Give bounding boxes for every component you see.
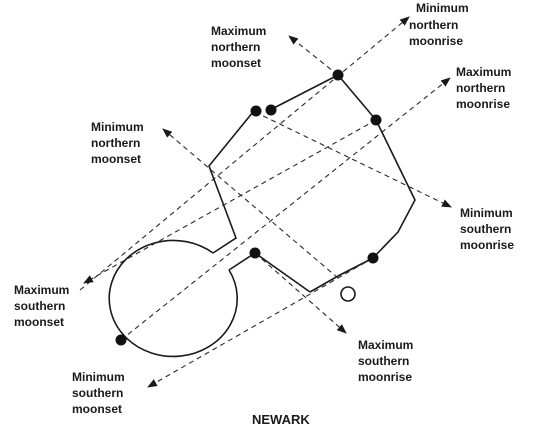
octagon-wall-upper-right [337,74,377,121]
sightline-min-north-moonset [162,128,339,279]
svg-text:Maximum: Maximum [358,338,413,352]
observation-point-circle [115,334,127,346]
label-min-southern-moonset: Minimum southern moonset [72,370,125,416]
svg-text:southern: southern [460,222,511,236]
diagram-caption: NEWARK [252,412,310,427]
sightline-max-south-moonrise [254,252,347,334]
svg-text:moonset: moonset [14,315,64,329]
octagon-wall-lower-right [309,257,374,293]
label-min-northern-moonset: Minimum northern moonset [91,120,144,166]
svg-text:moonset: moonset [211,56,261,70]
svg-text:moonset: moonset [72,402,122,416]
observation-point-north [332,69,344,81]
observation-point-west-a [250,105,262,117]
svg-text:Minimum: Minimum [91,120,144,134]
sightline-min-south-moonrise [254,111,452,208]
svg-text:southern: southern [14,299,65,313]
avenue-lower-wall [228,252,311,293]
sightline-max-north-moonrise [120,77,451,341]
label-max-southern-moonrise: Maximum southern moonrise [358,338,413,384]
svg-text:moonrise: moonrise [460,238,514,252]
svg-text:Minimum: Minimum [460,206,513,220]
avenue-upper-wall [208,111,254,254]
label-max-northern-moonrise: Maximum northern moonrise [456,65,511,111]
svg-text:northern: northern [211,40,260,54]
small-circle-marker [340,286,356,302]
svg-text:Maximum: Maximum [14,283,69,297]
svg-text:northern: northern [409,18,458,32]
svg-text:northern: northern [456,81,505,95]
svg-text:moonrise: moonrise [409,34,463,48]
svg-text:moonset: moonset [91,152,141,166]
svg-text:Minimum: Minimum [416,1,469,15]
sightline-min-south-moonset [147,257,374,388]
svg-text:moonrise: moonrise [456,97,510,111]
label-min-southern-moonrise: Minimum southern moonrise [460,206,514,252]
svg-text:moonrise: moonrise [358,370,412,384]
label-max-northern-moonset: Maximum northern moonset [211,24,266,70]
observation-point-southeast [367,252,379,264]
octagon-wall-top [269,74,339,111]
label-max-southern-moonset: Maximum southern moonset [14,283,69,329]
svg-text:Minimum: Minimum [72,370,125,384]
observation-point-west-b [265,104,277,116]
observation-point-avenue [249,247,261,259]
label-min-northern-moonrise: Minimum northern moonrise [409,1,469,48]
octagon-wall-right [372,119,416,259]
observation-point-northeast [370,114,382,126]
svg-text:northern: northern [91,136,140,150]
svg-text:Maximum: Maximum [211,24,266,38]
sightline-max-south-moonset [83,119,377,284]
sightline-max-north-moonset [288,35,339,76]
svg-text:southern: southern [358,354,409,368]
svg-text:southern: southern [72,386,123,400]
svg-text:Maximum: Maximum [456,65,511,79]
